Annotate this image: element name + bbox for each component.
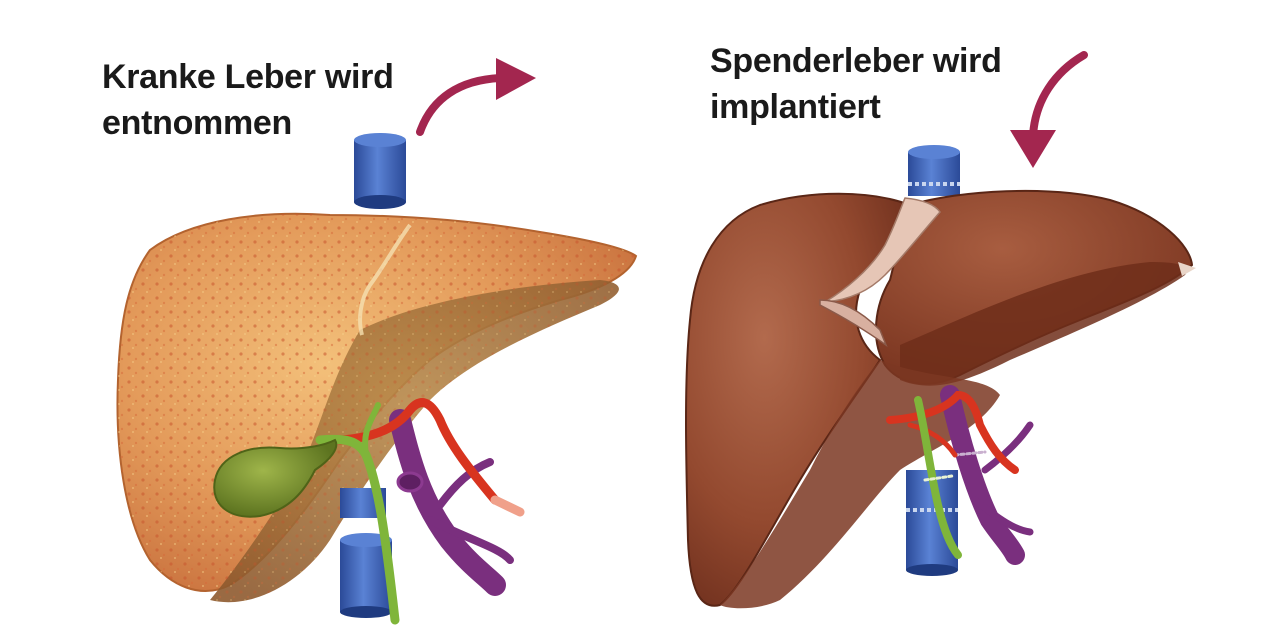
hepatic-artery-left	[335, 398, 525, 517]
falciform-ligament	[824, 197, 941, 303]
diseased-liver-group	[116, 133, 638, 625]
donor-liver-group	[685, 145, 1196, 609]
removal-caption: Kranke Leber wird entnommen	[102, 54, 394, 146]
implant-caption-line1: Spenderleber wird	[710, 42, 1002, 80]
implant-caption-line2: implantiert	[710, 88, 881, 126]
hepatic-artery-right	[886, 390, 1019, 474]
portal-vein-left	[389, 409, 514, 596]
portal-vein-right	[940, 385, 1034, 565]
gallbladder	[213, 438, 338, 518]
vena-cava-right	[906, 145, 960, 576]
removal-caption-line2: entnommen	[102, 104, 292, 142]
removal-caption-line1: Kranke Leber wird	[102, 58, 394, 96]
bile-duct-right	[914, 396, 962, 559]
bile-duct-left	[315, 402, 400, 625]
vena-cava-upper-left	[354, 133, 406, 209]
curved-arrow-up-right-icon	[416, 58, 536, 136]
implant-caption: Spenderleber wird implantiert	[710, 38, 1002, 130]
curved-arrow-down-icon	[1010, 51, 1088, 168]
